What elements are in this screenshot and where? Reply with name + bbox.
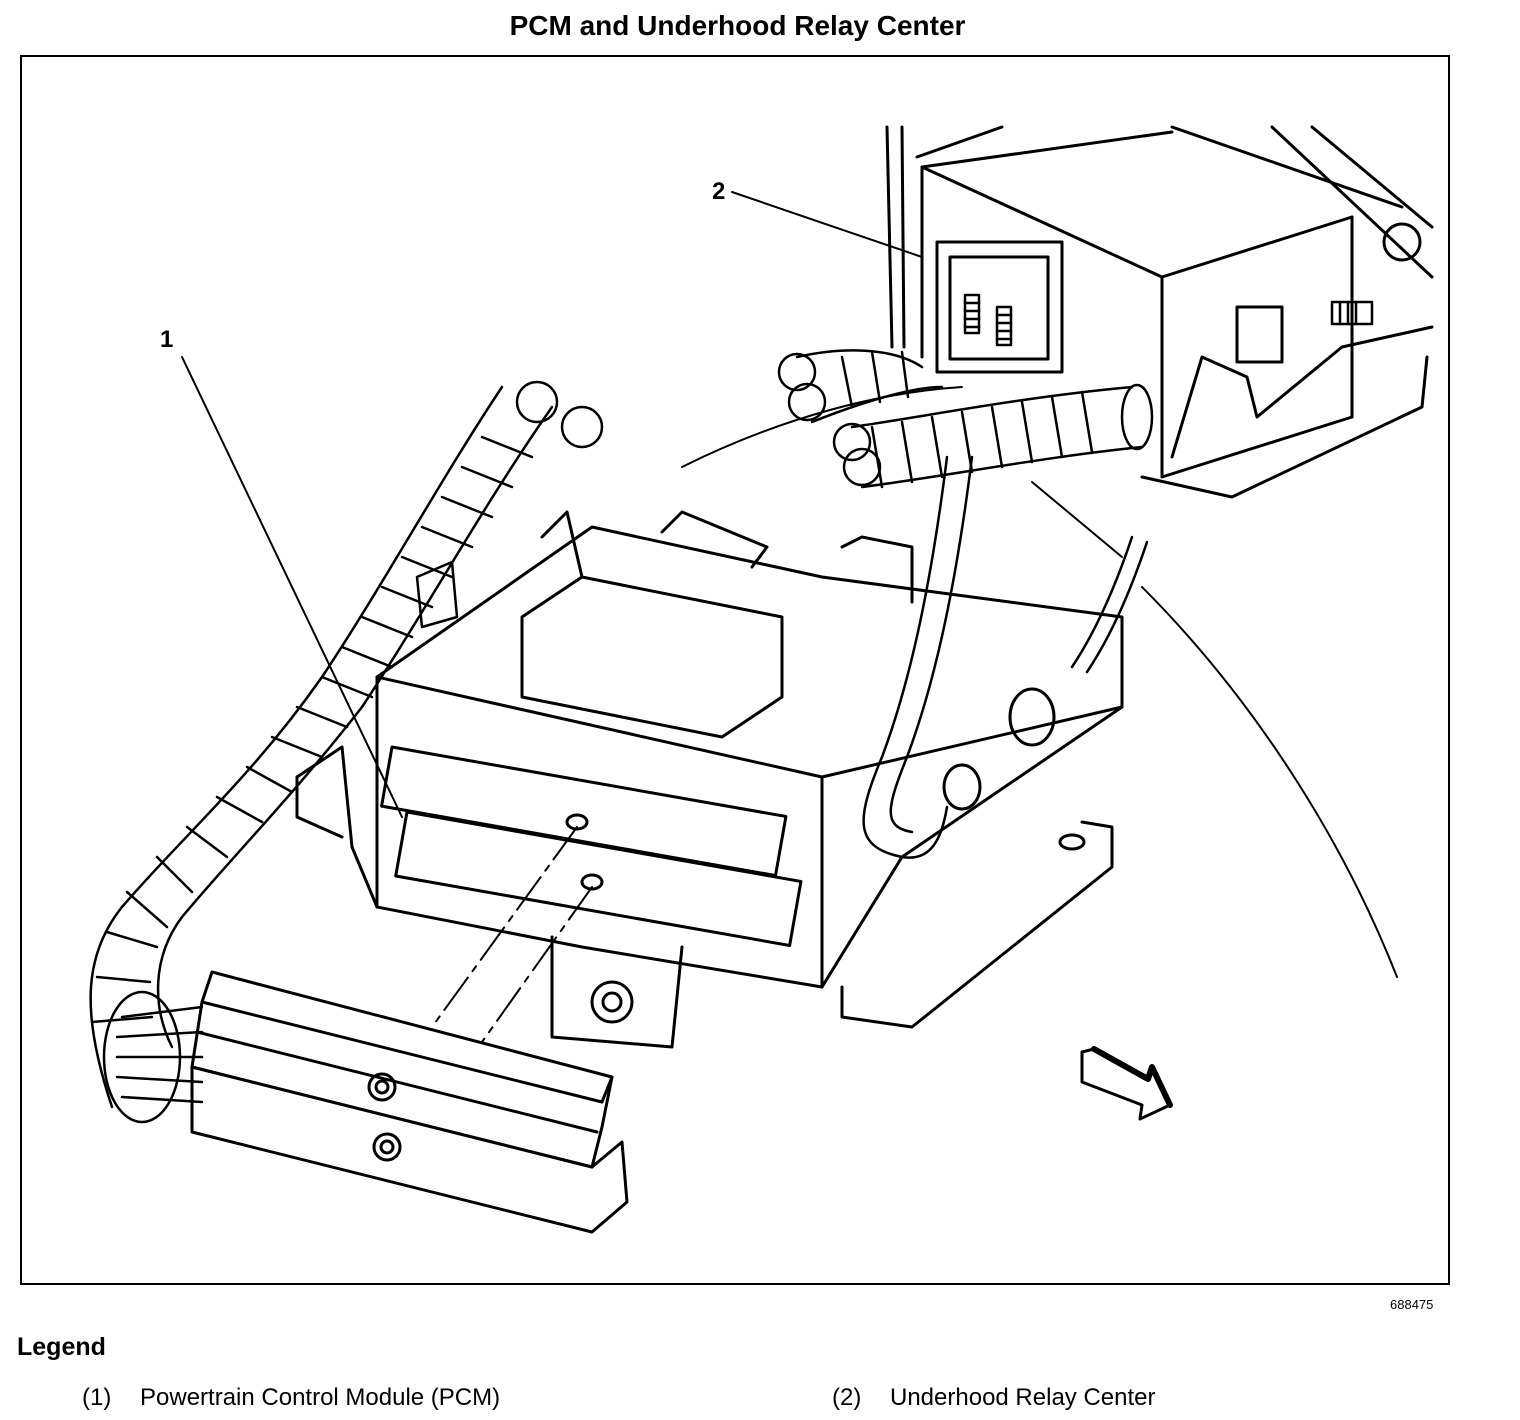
pcm-harness-loop [89,380,604,1124]
callout-2: 2 [712,178,725,205]
pcm-lead-harness [862,455,1149,859]
illustration-frame: 1 2 [20,55,1450,1285]
legend-item-number: (1) [82,1384,112,1411]
legend-item-label: Powertrain Control Module (PCM) [140,1384,501,1411]
powertrain-control-module [295,510,1124,1049]
legend-item-label: Underhood Relay Center [890,1384,1156,1411]
pcm-relay-illustration: 1 2 [89,125,1434,1234]
legend-item-number: (2) [832,1384,862,1411]
diagram-title: PCM and Underhood Relay Center [509,10,966,41]
legend-item-pcm: (1) Powertrain Control Module (PCM) [82,1384,500,1412]
legend-heading: Legend [17,1333,106,1361]
callout-leaders [181,191,1398,978]
legend-item-relay-center: (2) Underhood Relay Center [832,1384,1156,1412]
figure-number: 688475 [1390,1297,1434,1312]
direction-arrow [1080,1046,1173,1121]
underhood-relay-center [885,125,1434,499]
alignment-lines [431,826,593,1043]
callout-1: 1 [160,326,173,353]
harness-connectors [190,970,629,1234]
